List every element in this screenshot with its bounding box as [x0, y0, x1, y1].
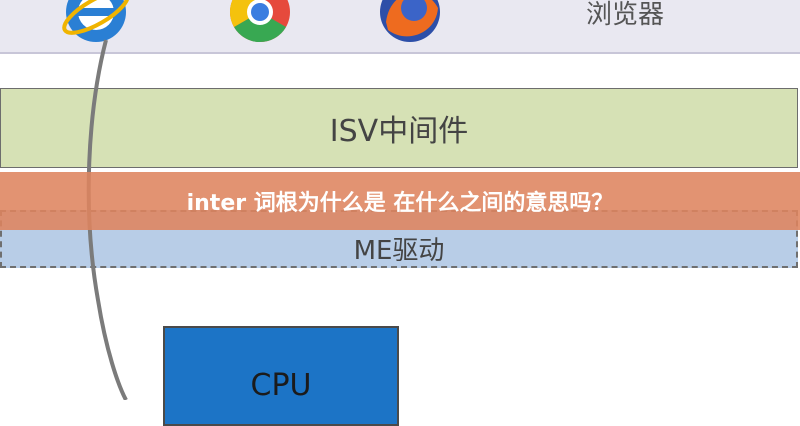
banner-title[interactable]: inter 词根为什么是 在什么之间的意思吗？: [186, 191, 614, 216]
internet-explorer-icon: [62, 0, 130, 42]
firefox-icon: [380, 0, 440, 42]
cpu-label: CPU: [250, 368, 312, 403]
browser-bar: 浏览器: [0, 0, 800, 54]
chrome-icon: [230, 0, 290, 43]
isv-layer-label: ISV中间件: [329, 114, 469, 149]
cpu-box: CPU: [163, 326, 399, 426]
browser-label: 浏览器: [585, 0, 664, 30]
isv-middleware-layer: ISV中间件: [0, 88, 798, 168]
me-layer-label: ME驱动: [353, 235, 445, 266]
title-banner[interactable]: inter 词根为什么是 在什么之间的意思吗？: [0, 172, 800, 230]
